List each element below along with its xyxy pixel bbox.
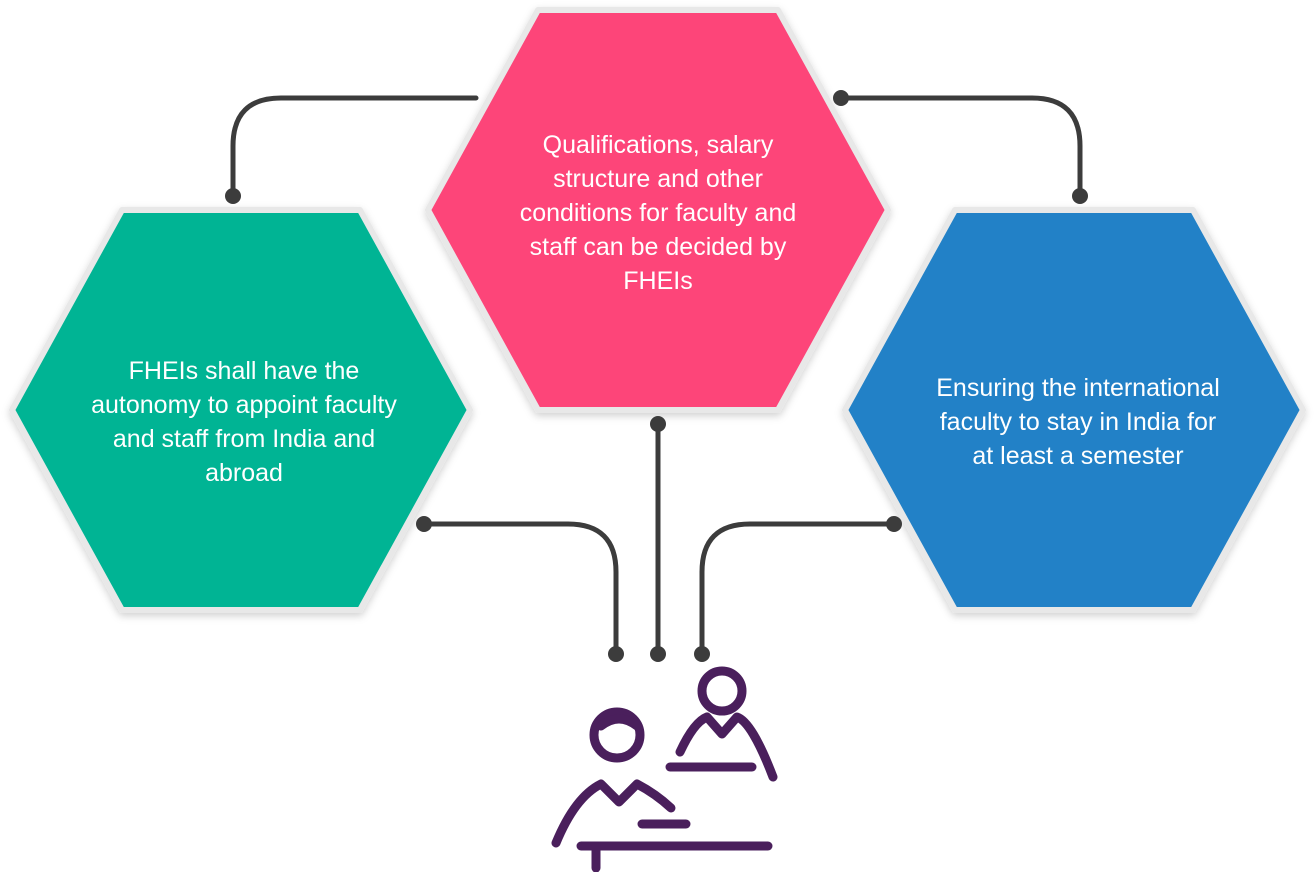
hexagon-left bbox=[9, 207, 473, 613]
connectors bbox=[230, 95, 1083, 657]
front-person-head-icon bbox=[589, 707, 645, 763]
dot-center-right bbox=[833, 90, 849, 106]
dot-left-top bbox=[225, 188, 241, 204]
hexagon-right bbox=[842, 207, 1306, 613]
hexagon-right-text: Ensuring the international faculty to st… bbox=[936, 374, 1220, 470]
hexagon-left-text: FHEIs shall have the autonomy to appoint… bbox=[91, 357, 397, 487]
connector-center-to-left bbox=[230, 95, 479, 199]
dot-icon-center bbox=[650, 646, 666, 662]
dot-right-top bbox=[1072, 188, 1088, 204]
dot-icon-right bbox=[694, 646, 710, 662]
hexagon-center-text: Qualifications, salary structure and oth… bbox=[519, 131, 797, 295]
dot-icon-left bbox=[608, 646, 624, 662]
faculty-people-icon bbox=[551, 666, 778, 872]
connector-right-to-icon bbox=[699, 521, 897, 657]
back-person-body-icon bbox=[675, 712, 778, 782]
front-person-hair-icon bbox=[596, 714, 642, 731]
dot-left-bottom bbox=[416, 516, 432, 532]
front-person-body-icon bbox=[551, 779, 676, 848]
connector-left-to-icon bbox=[421, 521, 619, 657]
dot-right-bottom bbox=[886, 516, 902, 532]
back-person-head-icon bbox=[697, 666, 747, 716]
dot-center-bottom bbox=[650, 416, 666, 432]
connector-center-to-right bbox=[838, 95, 1083, 199]
connector-dots bbox=[225, 90, 1088, 662]
hexagon-center bbox=[425, 7, 891, 413]
